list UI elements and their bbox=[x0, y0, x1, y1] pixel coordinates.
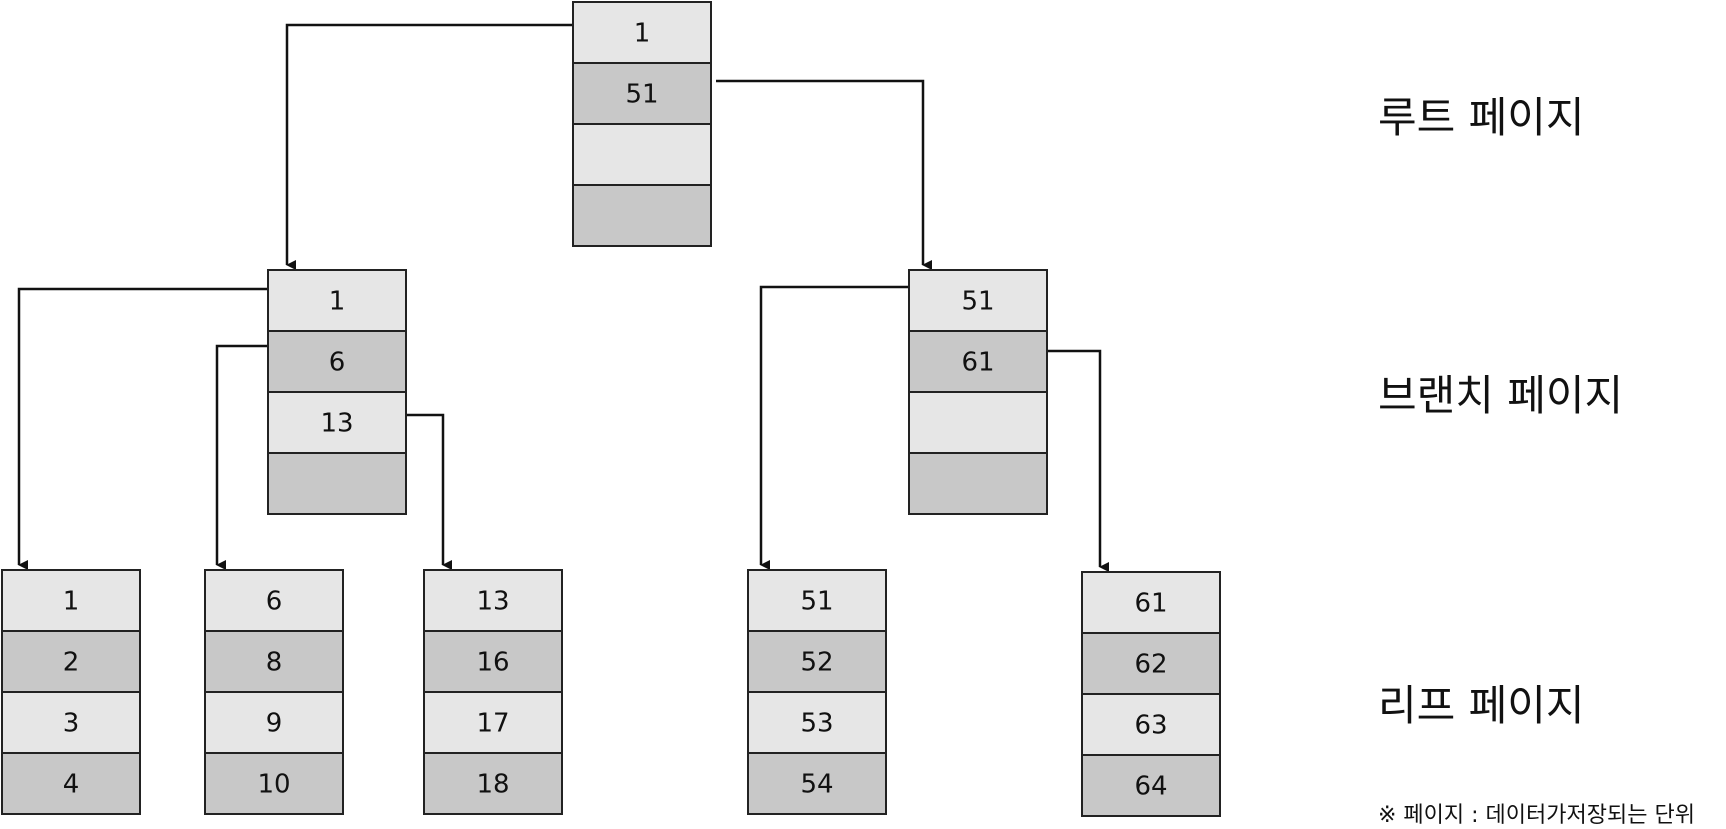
branch-page-2-key: 61 bbox=[961, 348, 994, 378]
root-page-slot bbox=[572, 184, 712, 247]
leaf-page-4-slot bbox=[747, 630, 887, 693]
leaf-page-1: 1 2 3 4 bbox=[1, 569, 141, 815]
leaf-page-4-key: 54 bbox=[800, 770, 833, 800]
branch-right-to-leaf-4-arrow bbox=[759, 285, 909, 570]
leaf-page-2-slot bbox=[204, 752, 344, 815]
leaf-page-5-slot bbox=[1081, 693, 1221, 756]
leaf-page-3-key: 16 bbox=[476, 648, 509, 678]
branch-page-1-slot bbox=[267, 452, 407, 515]
leaf-page-1-key: 1 bbox=[63, 587, 80, 617]
leaf-page-1-slot bbox=[1, 630, 141, 693]
root-page-key: 51 bbox=[625, 80, 658, 110]
branch-page-2-slot bbox=[908, 391, 1048, 454]
leaf-page-3-key: 18 bbox=[476, 770, 509, 800]
branch-left-to-leaf-3-arrow bbox=[407, 413, 452, 570]
leaf-page-5-key: 61 bbox=[1134, 589, 1167, 619]
leaf-page-1-slot bbox=[1, 569, 141, 632]
root-page-slot bbox=[572, 62, 712, 125]
leaf-page-4-key: 52 bbox=[800, 648, 833, 678]
leaf-page-4-key: 51 bbox=[800, 587, 833, 617]
pages: 1511613516112346891013161718515253546162… bbox=[1, 1, 1221, 817]
leaf-page-5-slot bbox=[1081, 571, 1221, 634]
leaf-page-3: 13 16 17 18 bbox=[423, 569, 563, 815]
leaf-page-4-slot bbox=[747, 569, 887, 632]
leaf-page-5-key: 63 bbox=[1134, 711, 1167, 741]
leaf-page-3-slot bbox=[423, 752, 563, 815]
leaf-page-3-key: 13 bbox=[476, 587, 509, 617]
root-to-branch-left-arrow bbox=[285, 23, 573, 270]
root-page-label: 루트 페이지 bbox=[1378, 93, 1585, 142]
leaf-page-4: 51 52 53 54 bbox=[747, 569, 887, 815]
branch-page-2-key: 51 bbox=[961, 287, 994, 317]
leaf-page-5: 61 62 63 64 bbox=[1081, 571, 1221, 817]
branch-page-2: 51 61 bbox=[908, 269, 1048, 515]
root-page-slot bbox=[572, 123, 712, 186]
leaf-page-label: 리프 페이지 bbox=[1378, 681, 1585, 730]
root-to-branch-right-arrow bbox=[716, 79, 932, 270]
root-page: 1 51 bbox=[572, 1, 712, 247]
leaf-page-4-key: 53 bbox=[800, 709, 833, 739]
branch-page-1-slot bbox=[267, 269, 407, 332]
leaf-page-2-key: 10 bbox=[257, 770, 290, 800]
branch-page-1-key: 13 bbox=[320, 409, 353, 439]
footnote: ※ 페이지 : 데이터가저장되는 단위 bbox=[1378, 803, 1695, 828]
connectors bbox=[17, 23, 1109, 572]
leaf-page-2-slot bbox=[204, 630, 344, 693]
leaf-page-1-slot bbox=[1, 752, 141, 815]
branch-page-2-slot bbox=[908, 269, 1048, 332]
leaf-page-1-key: 2 bbox=[63, 648, 80, 678]
leaf-page-3-slot bbox=[423, 569, 563, 632]
leaf-page-1-key: 4 bbox=[63, 770, 80, 800]
leaf-page-2: 6 8 9 10 bbox=[204, 569, 344, 815]
leaf-page-4-slot bbox=[747, 691, 887, 754]
leaf-page-1-key: 3 bbox=[63, 709, 80, 739]
branch-page-1-key: 1 bbox=[329, 287, 346, 317]
branch-left-to-leaf-1-arrow bbox=[17, 287, 268, 570]
leaf-page-2-key: 8 bbox=[266, 648, 283, 678]
branch-page-1-key: 6 bbox=[329, 348, 346, 378]
branch-right-to-leaf-5-arrow bbox=[1047, 349, 1109, 572]
leaf-page-3-slot bbox=[423, 630, 563, 693]
branch-page-1-slot bbox=[267, 330, 407, 393]
leaf-page-3-slot bbox=[423, 691, 563, 754]
leaf-page-5-key: 62 bbox=[1134, 650, 1167, 680]
branch-page-2-slot bbox=[908, 452, 1048, 515]
leaf-page-5-key: 64 bbox=[1134, 772, 1167, 802]
leaf-page-4-slot bbox=[747, 752, 887, 815]
leaf-page-2-slot bbox=[204, 569, 344, 632]
leaf-page-5-slot bbox=[1081, 754, 1221, 817]
branch-left-to-leaf-2-arrow bbox=[215, 344, 268, 570]
leaf-page-2-key: 6 bbox=[266, 587, 283, 617]
branch-page-label: 브랜치 페이지 bbox=[1378, 371, 1624, 420]
leaf-page-2-slot bbox=[204, 691, 344, 754]
leaf-page-2-key: 9 bbox=[266, 709, 283, 739]
root-page-key: 1 bbox=[634, 19, 651, 49]
leaf-page-3-key: 17 bbox=[476, 709, 509, 739]
